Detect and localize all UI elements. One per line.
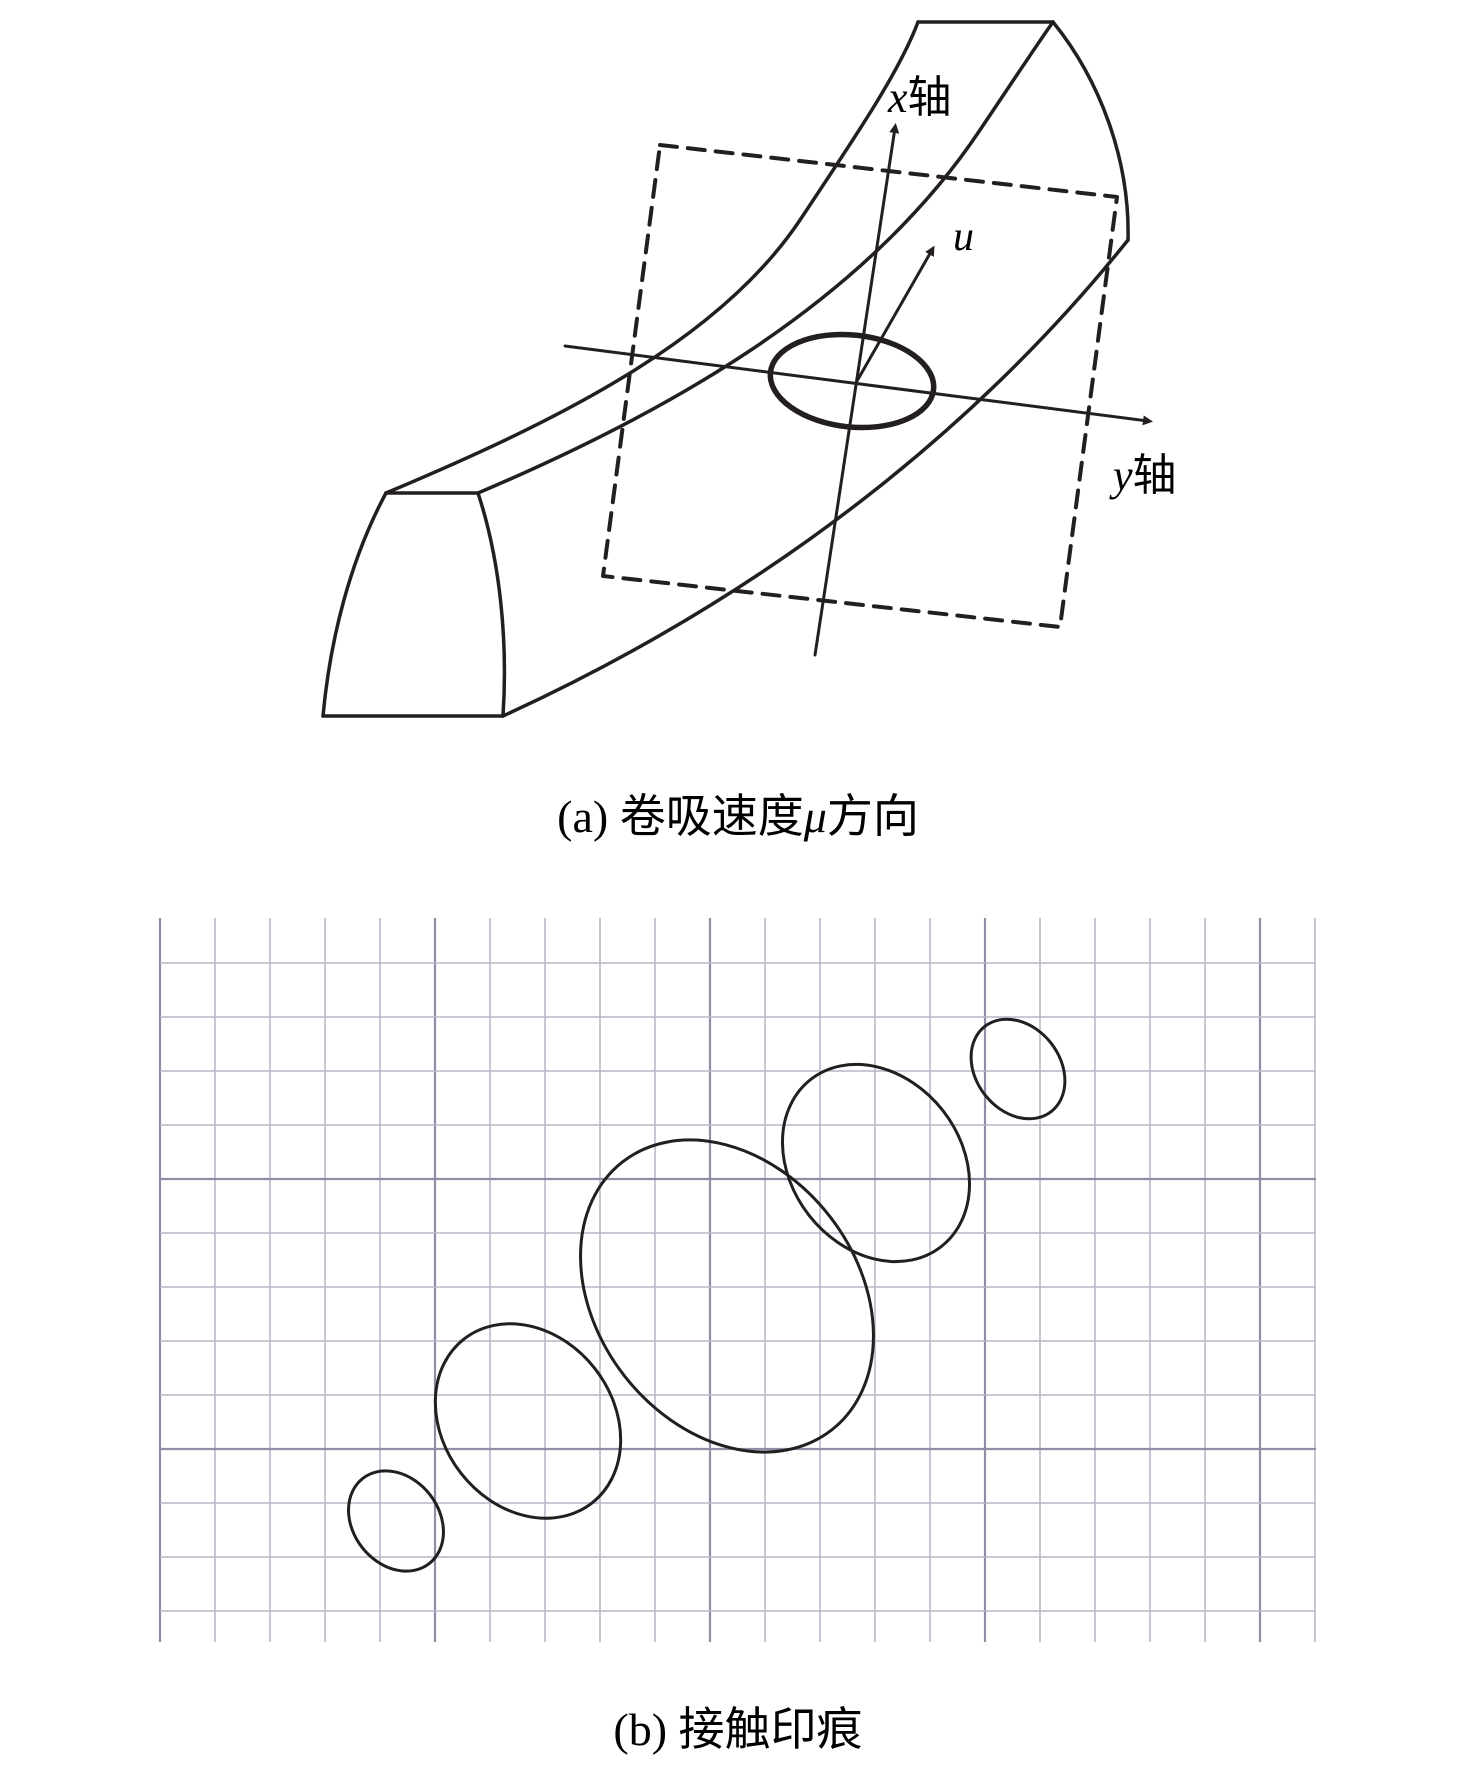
- contact-patch-4: [780, 1062, 972, 1264]
- y-axis-line: [563, 344, 1153, 426]
- contact-grid: [158, 918, 1316, 1642]
- caption-a: (a) 卷吸速度μ方向: [557, 791, 919, 842]
- contact-patch-2: [433, 1322, 623, 1520]
- velocity-label: u: [953, 214, 974, 260]
- contact-patch-3: [579, 1138, 875, 1454]
- velocity-vector: [855, 245, 935, 383]
- figure-a: [321, 20, 1153, 718]
- contact-patch-5: [969, 1017, 1067, 1121]
- contact-patches: [347, 1017, 1067, 1573]
- x-axis-line: [813, 123, 900, 657]
- curved-bar: [321, 20, 1130, 718]
- x-axis-label: x轴: [887, 73, 952, 122]
- tangent-plane: [601, 143, 1119, 629]
- caption-b: (b) 接触印痕: [613, 1704, 862, 1755]
- contact-patch-1: [347, 1469, 445, 1573]
- y-axis-label: y轴: [1109, 451, 1177, 500]
